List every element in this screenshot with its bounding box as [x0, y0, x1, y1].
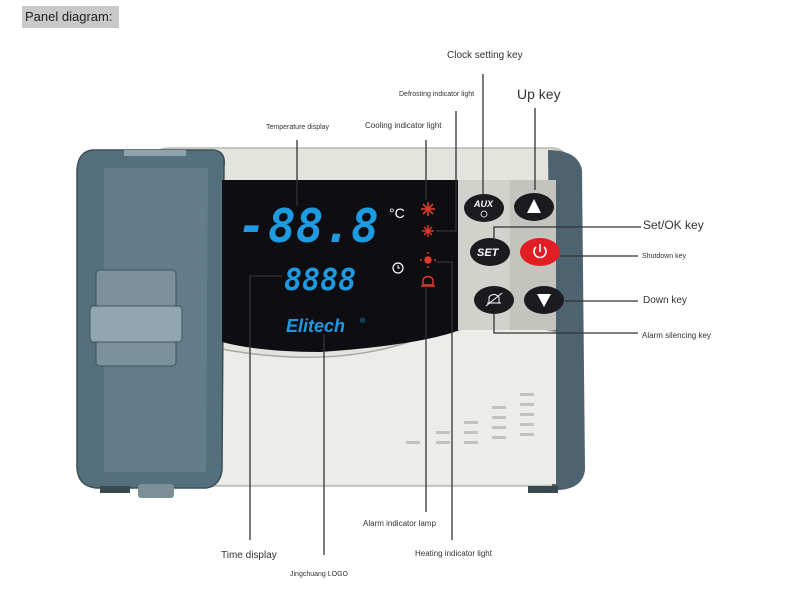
heating-sun-icon: [420, 252, 436, 268]
cooling-snowflake-icon: [421, 202, 435, 216]
panel-diagram-tag: Panel diagram:: [22, 6, 119, 28]
set-key-shape: [470, 238, 510, 266]
aux-clock-key-shape: [464, 194, 504, 222]
celsius-unit: °C: [389, 205, 405, 221]
temperature-sign: -: [238, 199, 266, 253]
label-alarm-indicator-lamp: Alarm indicator lamp: [363, 519, 436, 528]
label-down-key: Down key: [643, 295, 687, 306]
defrost-snowflake-icon: [422, 225, 434, 237]
elitech-logo: Elitech: [286, 316, 345, 336]
brand-registered-mark: ®: [360, 317, 366, 325]
callout-lines: [249, 74, 641, 555]
time-digits: 8888: [284, 263, 356, 298]
label-clock-setting-key: Clock setting key: [447, 50, 523, 61]
clock-icon: [392, 262, 404, 274]
vent-slots: [406, 393, 534, 444]
display-window: [222, 180, 460, 352]
label-heating-indicator: Heating indicator light: [415, 549, 492, 558]
down-arrow-icon: [537, 294, 551, 307]
set-key-label: SET: [477, 247, 500, 259]
temperature-digits: 88.8: [268, 199, 379, 253]
right-side-cap: [548, 150, 585, 490]
power-icon: [533, 244, 547, 259]
alarm-bell-icon: [421, 275, 435, 287]
label-shutdown-key: Shutdown key: [642, 253, 686, 260]
label-cooling-indicator: Cooling indicator light: [365, 121, 442, 130]
label-up-key: Up key: [517, 86, 561, 102]
aux-clock-icon: [480, 210, 488, 218]
alarm-mute-icon: [485, 292, 503, 307]
label-temperature-display: Temperature display: [266, 124, 330, 131]
up-arrow-icon: [527, 199, 541, 213]
label-logo: Jingchuang LOGO: [290, 571, 348, 578]
aux-key-label: AUX: [473, 199, 494, 209]
label-defrosting-indicator: Defrosting indicator light: [399, 91, 475, 98]
label-alarm-silencing-key: Alarm silencing key: [642, 331, 711, 340]
label-time-display: Time display: [221, 550, 277, 561]
label-set-ok-key: Set/OK key: [643, 218, 704, 232]
